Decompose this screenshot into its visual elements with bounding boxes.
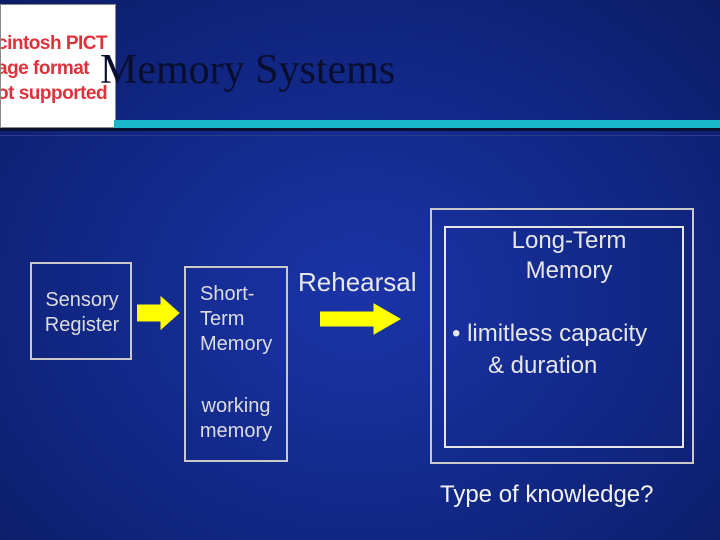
long-term-memory-outer-box xyxy=(430,208,694,464)
arrow-right-icon xyxy=(320,303,402,335)
sensory-register-box xyxy=(30,262,132,360)
title-divider-thin xyxy=(0,135,720,136)
short-term-line-2: Term xyxy=(200,308,245,330)
title-accent-rule xyxy=(114,120,720,128)
working-memory-label: working memory xyxy=(186,394,286,444)
type-of-knowledge-question: Type of knowledge? xyxy=(440,481,654,508)
placeholder-line-1: cintosh PICT xyxy=(0,33,108,54)
short-term-memory-label: Short- Term Memory xyxy=(200,282,272,357)
slide-title: Memory Systems xyxy=(100,47,396,93)
long-term-memory-inner-box xyxy=(444,226,684,448)
short-term-line-1: Short- xyxy=(200,283,255,305)
sensory-register-line-1: Sensory xyxy=(45,289,119,311)
sensory-register-label: Sensory Register xyxy=(35,288,129,338)
working-memory-line-1: working xyxy=(201,395,271,417)
placeholder-line-2: age format xyxy=(0,58,90,79)
long-term-memory-title: Long-Term Memory xyxy=(458,226,680,286)
working-memory-line-2: memory xyxy=(199,420,273,442)
long-term-title-line-2: Memory xyxy=(525,257,613,284)
arrow-right-icon xyxy=(137,295,180,331)
short-term-memory-box xyxy=(184,266,288,462)
rehearsal-label: Rehearsal xyxy=(298,267,417,297)
pict-placeholder-image: cintosh PICT age format ot supported xyxy=(0,4,116,128)
placeholder-line-3: ot supported xyxy=(0,83,108,104)
title-divider xyxy=(0,128,720,131)
long-term-bullet-line-1: • limitless capacity xyxy=(452,320,648,347)
long-term-bullet-line-2: & duration xyxy=(488,352,598,379)
long-term-bullet: • limitless capacity & duration xyxy=(452,318,647,382)
sensory-register-line-2: Register xyxy=(44,314,120,336)
short-term-line-3: Memory xyxy=(200,333,273,355)
long-term-title-line-1: Long-Term xyxy=(511,227,627,254)
